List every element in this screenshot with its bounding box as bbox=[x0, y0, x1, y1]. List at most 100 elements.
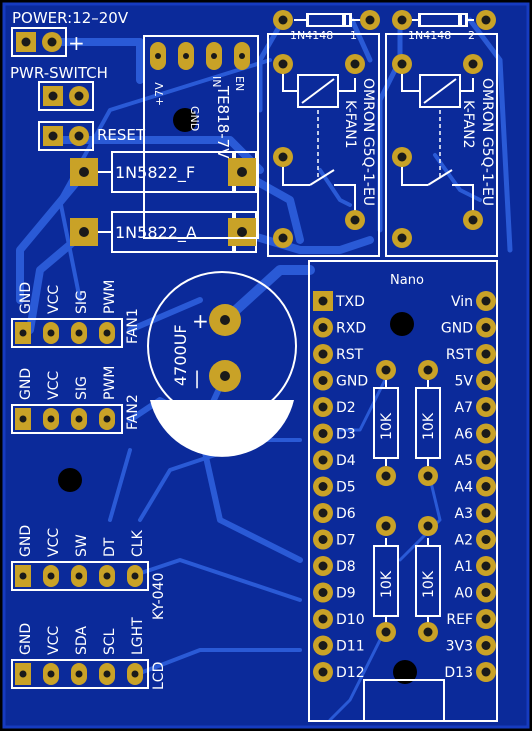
encoder-pin-label: DT bbox=[102, 537, 118, 557]
diode-1n5822-f: 1N5822_F bbox=[70, 151, 257, 193]
nano-left-pin bbox=[313, 635, 333, 656]
arduino-nano: Nano TXDRXDRSTGNDD2D3D4D5D6D7D8D9D10D11D… bbox=[308, 260, 498, 722]
nano-left-pin-label: TXD bbox=[335, 294, 365, 310]
nano-left-pin-label: D3 bbox=[336, 427, 356, 443]
encoder-ky040-header: GND VCC SW DT CLK KY-040 bbox=[11, 525, 167, 620]
nano-right-pin-label: A3 bbox=[455, 506, 473, 522]
pwr-switch-label: PWR-SWITCH bbox=[10, 64, 108, 82]
regulator-pin-en bbox=[234, 42, 250, 70]
mounting-hole-icon bbox=[173, 108, 197, 132]
regulator-pin-label: IN bbox=[210, 76, 223, 87]
diode-1n4148-1: 1N4148 1 bbox=[273, 10, 380, 42]
nano-left-pin bbox=[313, 344, 333, 364]
relay-1-switch-icon bbox=[309, 169, 335, 186]
nano-left-pin-label: RXD bbox=[336, 321, 366, 337]
nano-left-pin-label: GND bbox=[336, 374, 368, 390]
nano-left-pin bbox=[313, 476, 333, 497]
lcd-pin-label: LGHT bbox=[130, 617, 146, 655]
encoder-name: KY-040 bbox=[151, 573, 167, 620]
nano-left-pin-label: D6 bbox=[336, 506, 356, 522]
fan2-pin bbox=[43, 408, 59, 430]
nano-right-pin bbox=[476, 503, 496, 523]
nano-title: Nano bbox=[390, 273, 424, 288]
diode-f-label: 1N5822_F bbox=[115, 163, 195, 183]
nano-left-pin-label: D11 bbox=[336, 639, 365, 655]
relay-2-outline bbox=[385, 33, 498, 257]
regulator-pin-label: +7V bbox=[153, 82, 166, 106]
nano-left-pin bbox=[313, 582, 333, 603]
diode-f-pin-2 bbox=[228, 158, 256, 186]
nano-left-pin-label: D12 bbox=[336, 665, 365, 681]
encoder-outline bbox=[11, 561, 149, 591]
power-pin-1 bbox=[16, 32, 36, 52]
nano-right-pin bbox=[476, 582, 496, 603]
nano-right-pin bbox=[476, 397, 496, 417]
diode-2-body-inner bbox=[421, 15, 465, 25]
relay-1-coil-line bbox=[301, 78, 335, 104]
power-plus-label: + bbox=[68, 31, 85, 55]
capacitor-value: 4700UF bbox=[171, 324, 190, 386]
relay-2-wire bbox=[401, 72, 420, 92]
fan2-outline bbox=[11, 404, 123, 434]
fan1-pin bbox=[71, 322, 87, 344]
reset-pin-2 bbox=[69, 126, 89, 146]
diode-1-pin bbox=[360, 10, 380, 30]
regulator-pin-label: EN bbox=[233, 76, 246, 91]
relay-k-fan2: OMRON G5Q-1-EU K-FAN2 bbox=[385, 33, 498, 257]
fan1-pin bbox=[15, 322, 31, 344]
capacitor-plus-label: + bbox=[192, 309, 209, 333]
encoder-pin bbox=[99, 565, 115, 587]
diode-a-pin-2 bbox=[228, 218, 256, 246]
nano-right-pin-label: A5 bbox=[455, 453, 473, 469]
regulator-te818: +7V GND IN EN TE818-7V bbox=[143, 35, 259, 239]
nano-right-pin-label: 3V3 bbox=[446, 639, 473, 655]
power-pin-2 bbox=[42, 32, 62, 52]
resistor-r4: 10K bbox=[415, 516, 441, 642]
resistor-r3-pin bbox=[376, 622, 396, 642]
diode-1-band bbox=[342, 13, 346, 27]
diode-1-body-inner bbox=[309, 15, 349, 25]
fan2-pin bbox=[99, 408, 115, 430]
fan1-outline bbox=[11, 318, 123, 348]
fan2-pin bbox=[71, 408, 87, 430]
relay-2-pin bbox=[392, 54, 412, 74]
nano-outline bbox=[308, 260, 498, 722]
relay-2-coil-line bbox=[423, 78, 457, 104]
nano-right-pin-label: A0 bbox=[455, 586, 473, 602]
pwr-switch-outline bbox=[38, 81, 94, 111]
relay-1-outline bbox=[267, 33, 380, 257]
reset-outline bbox=[38, 121, 94, 151]
relay-2-pin bbox=[463, 54, 483, 74]
resistor-r4-pin bbox=[418, 622, 438, 642]
nano-right-pin bbox=[476, 635, 496, 656]
resistor-r1-label: 10K bbox=[379, 412, 395, 440]
nano-left-pin-label: RST bbox=[336, 347, 364, 363]
fan2-pin-label: GND bbox=[18, 368, 34, 400]
nano-right-pin-label: REF bbox=[446, 612, 473, 628]
reset-label: RESET bbox=[97, 126, 146, 144]
nano-left-pin bbox=[313, 450, 333, 470]
relay-1-pin bbox=[273, 54, 293, 74]
relay-1-pin bbox=[273, 147, 293, 167]
nano-left-pin bbox=[313, 317, 333, 338]
lcd-pin-label: SCL bbox=[102, 628, 118, 655]
nano-right-pin-label: RST bbox=[446, 347, 474, 363]
diode-f-pin-1 bbox=[70, 158, 98, 186]
capacitor-pin-plus bbox=[209, 304, 241, 336]
resistor-r1-pin bbox=[376, 360, 396, 380]
relay-1-wire bbox=[282, 72, 298, 92]
nano-left-pin bbox=[313, 529, 333, 550]
reset-switch: RESET bbox=[38, 121, 146, 151]
mounting-hole-icon bbox=[58, 468, 82, 492]
nano-usb-connector bbox=[363, 679, 445, 720]
resistor-r2-label: 10K bbox=[421, 412, 437, 440]
relay-1-contact-wire bbox=[334, 184, 356, 212]
nano-right-pin bbox=[476, 317, 496, 338]
resistor-r1: 10K bbox=[373, 360, 399, 486]
nano-right-pin-label: A1 bbox=[455, 559, 473, 575]
regulator-pin-gnd bbox=[178, 42, 194, 70]
fan1-name: FAN1 bbox=[125, 308, 141, 344]
